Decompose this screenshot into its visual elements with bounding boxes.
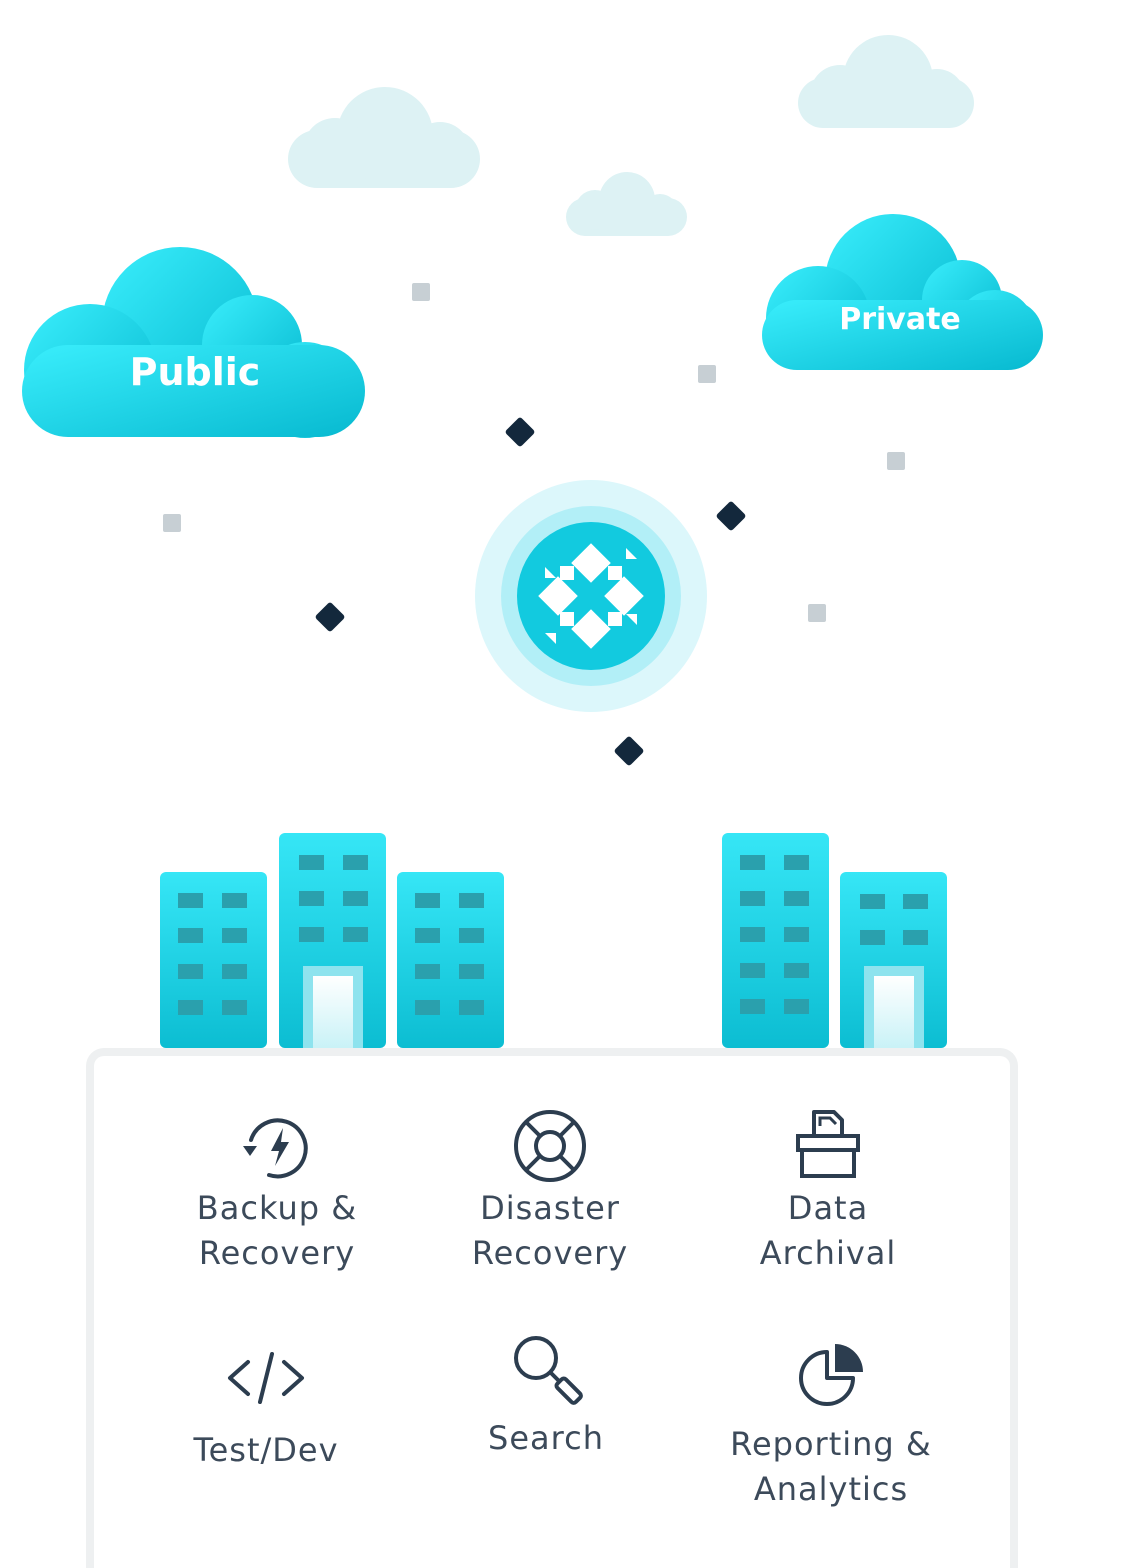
public-cloud: [22, 247, 365, 438]
backup-recovery-icon: [243, 1118, 308, 1179]
public-cloud-label: Public: [129, 350, 261, 394]
central-hub: [475, 480, 707, 712]
features-panel: [86, 1048, 1018, 1568]
feature-label: Recovery: [471, 1234, 629, 1272]
private-cloud-label: Private: [839, 302, 961, 337]
feature-reporting-analytics: Reporting & Analytics: [701, 1338, 961, 1512]
light-cloud-left: [288, 87, 480, 188]
dark-diamonds: [315, 417, 746, 766]
private-cloud: [762, 214, 1043, 370]
illustration: [22, 35, 1043, 1048]
archive-box-icon: [796, 1110, 860, 1178]
feature-disaster-recovery: Disaster Recovery: [420, 1106, 680, 1276]
feature-label: Reporting &: [730, 1425, 932, 1463]
gray-squares: [163, 283, 905, 622]
feature-label: Test/Dev: [193, 1431, 339, 1469]
feature-label: Backup &: [196, 1189, 358, 1227]
feature-backup-recovery: Backup & Recovery: [147, 1106, 407, 1276]
hub-logo-icon: [538, 543, 644, 649]
search-icon: [514, 1336, 583, 1405]
feature-label: Data: [787, 1189, 869, 1227]
feature-label: Recovery: [198, 1234, 356, 1272]
buildings-left: [160, 833, 504, 1048]
light-cloud-right: [798, 35, 974, 128]
feature-label: Disaster: [480, 1189, 620, 1227]
feature-label: Archival: [759, 1234, 897, 1272]
feature-search: Search: [416, 1332, 676, 1461]
feature-label: Search: [488, 1419, 604, 1457]
feature-label: Analytics: [753, 1470, 909, 1508]
feature-data-archival: Data Archival: [698, 1106, 958, 1276]
feature-test-dev: Test/Dev: [136, 1340, 396, 1473]
buildings-right: [722, 833, 947, 1048]
lifebuoy-icon: [514, 1110, 586, 1182]
code-icon: [228, 1352, 304, 1404]
pie-chart-icon: [799, 1344, 863, 1406]
light-cloud-middle: [566, 172, 687, 236]
